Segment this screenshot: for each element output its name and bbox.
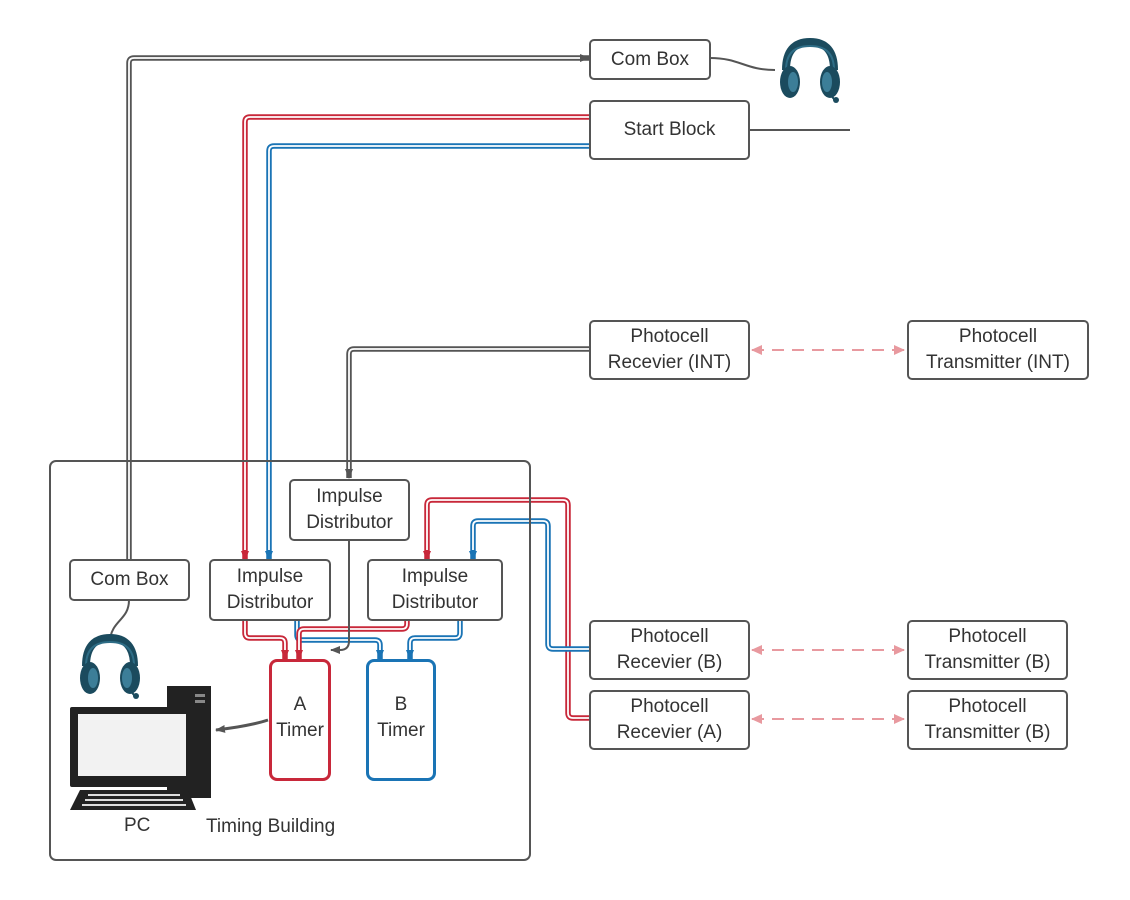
headset-cable-top	[709, 57, 776, 71]
photocell-transmitter-int[interactable]: Photocell Transmitter (INT)	[907, 320, 1089, 380]
impulse-distributor-left[interactable]: Impulse Distributor	[209, 559, 331, 621]
building-label: Timing Building	[206, 816, 336, 837]
node-label: Com Box	[610, 48, 690, 70]
node-label: B	[394, 694, 408, 715]
impulse-distributor-right[interactable]: Impulse Distributor	[367, 559, 503, 621]
timer-b[interactable]: B Timer	[366, 659, 436, 781]
node-label: Recevier (A)	[616, 722, 723, 743]
node-label: Photocell	[958, 326, 1038, 347]
node-label: Transmitter (INT)	[926, 352, 1070, 373]
node-label: Timer	[276, 720, 324, 741]
node-label: Impulse	[316, 486, 383, 507]
node-label: Photocell	[630, 326, 709, 347]
timing-building	[49, 460, 531, 861]
node-label: A	[293, 694, 307, 715]
headset-icon	[780, 37, 840, 103]
photocell-receiver-a[interactable]: Photocell Recevier (A)	[589, 690, 750, 750]
node-label: Distributor	[306, 512, 393, 533]
start-signal-line-a	[241, 114, 589, 561]
pc-label: PC	[124, 815, 151, 836]
com-box-top[interactable]: Com Box	[589, 39, 711, 80]
headset-icon	[80, 633, 140, 699]
node-label: Photocell	[630, 626, 709, 647]
node-label: Distributor	[226, 592, 314, 613]
desktop-computer-icon	[70, 686, 211, 810]
node-label: Com Box	[90, 569, 169, 590]
node-label: Transmitter (B)	[924, 722, 1051, 743]
node-label: Recevier (INT)	[607, 352, 732, 373]
node-label: Impulse	[401, 566, 469, 587]
node-label: Distributor	[391, 592, 479, 613]
start-signal-line-b	[265, 143, 589, 561]
int-dist-to-timer-line	[330, 540, 350, 654]
start-block[interactable]: Start Block	[589, 100, 750, 160]
node-label: Timer	[377, 720, 425, 741]
node-label: Photocell	[948, 626, 1027, 647]
photocell-transmitter-b2[interactable]: Photocell Transmitter (B)	[907, 690, 1068, 750]
node-label: Photocell	[948, 696, 1027, 717]
photocell-b-line	[469, 518, 589, 652]
node-label: Photocell	[630, 696, 709, 717]
impulse-distributor-top[interactable]: Impulse Distributor	[289, 479, 410, 541]
com-box-inner[interactable]: Com Box	[69, 559, 190, 601]
timer-a[interactable]: A Timer	[269, 659, 331, 781]
node-label: Transmitter (B)	[924, 652, 1051, 673]
photocell-transmitter-b[interactable]: Photocell Transmitter (B)	[907, 620, 1068, 680]
photocell-receiver-b[interactable]: Photocell Recevier (B)	[589, 620, 750, 680]
node-label: Impulse	[236, 566, 304, 587]
node-label: Recevier (B)	[616, 652, 723, 673]
int-signal-line	[345, 346, 589, 479]
photocell-a-line	[423, 497, 589, 721]
timer-to-pc-line	[215, 718, 269, 733]
photocell-receiver-int[interactable]: Photocell Recevier (INT)	[589, 320, 750, 380]
right-dist-to-timers	[295, 618, 463, 660]
node-label: Start Block	[623, 119, 716, 140]
